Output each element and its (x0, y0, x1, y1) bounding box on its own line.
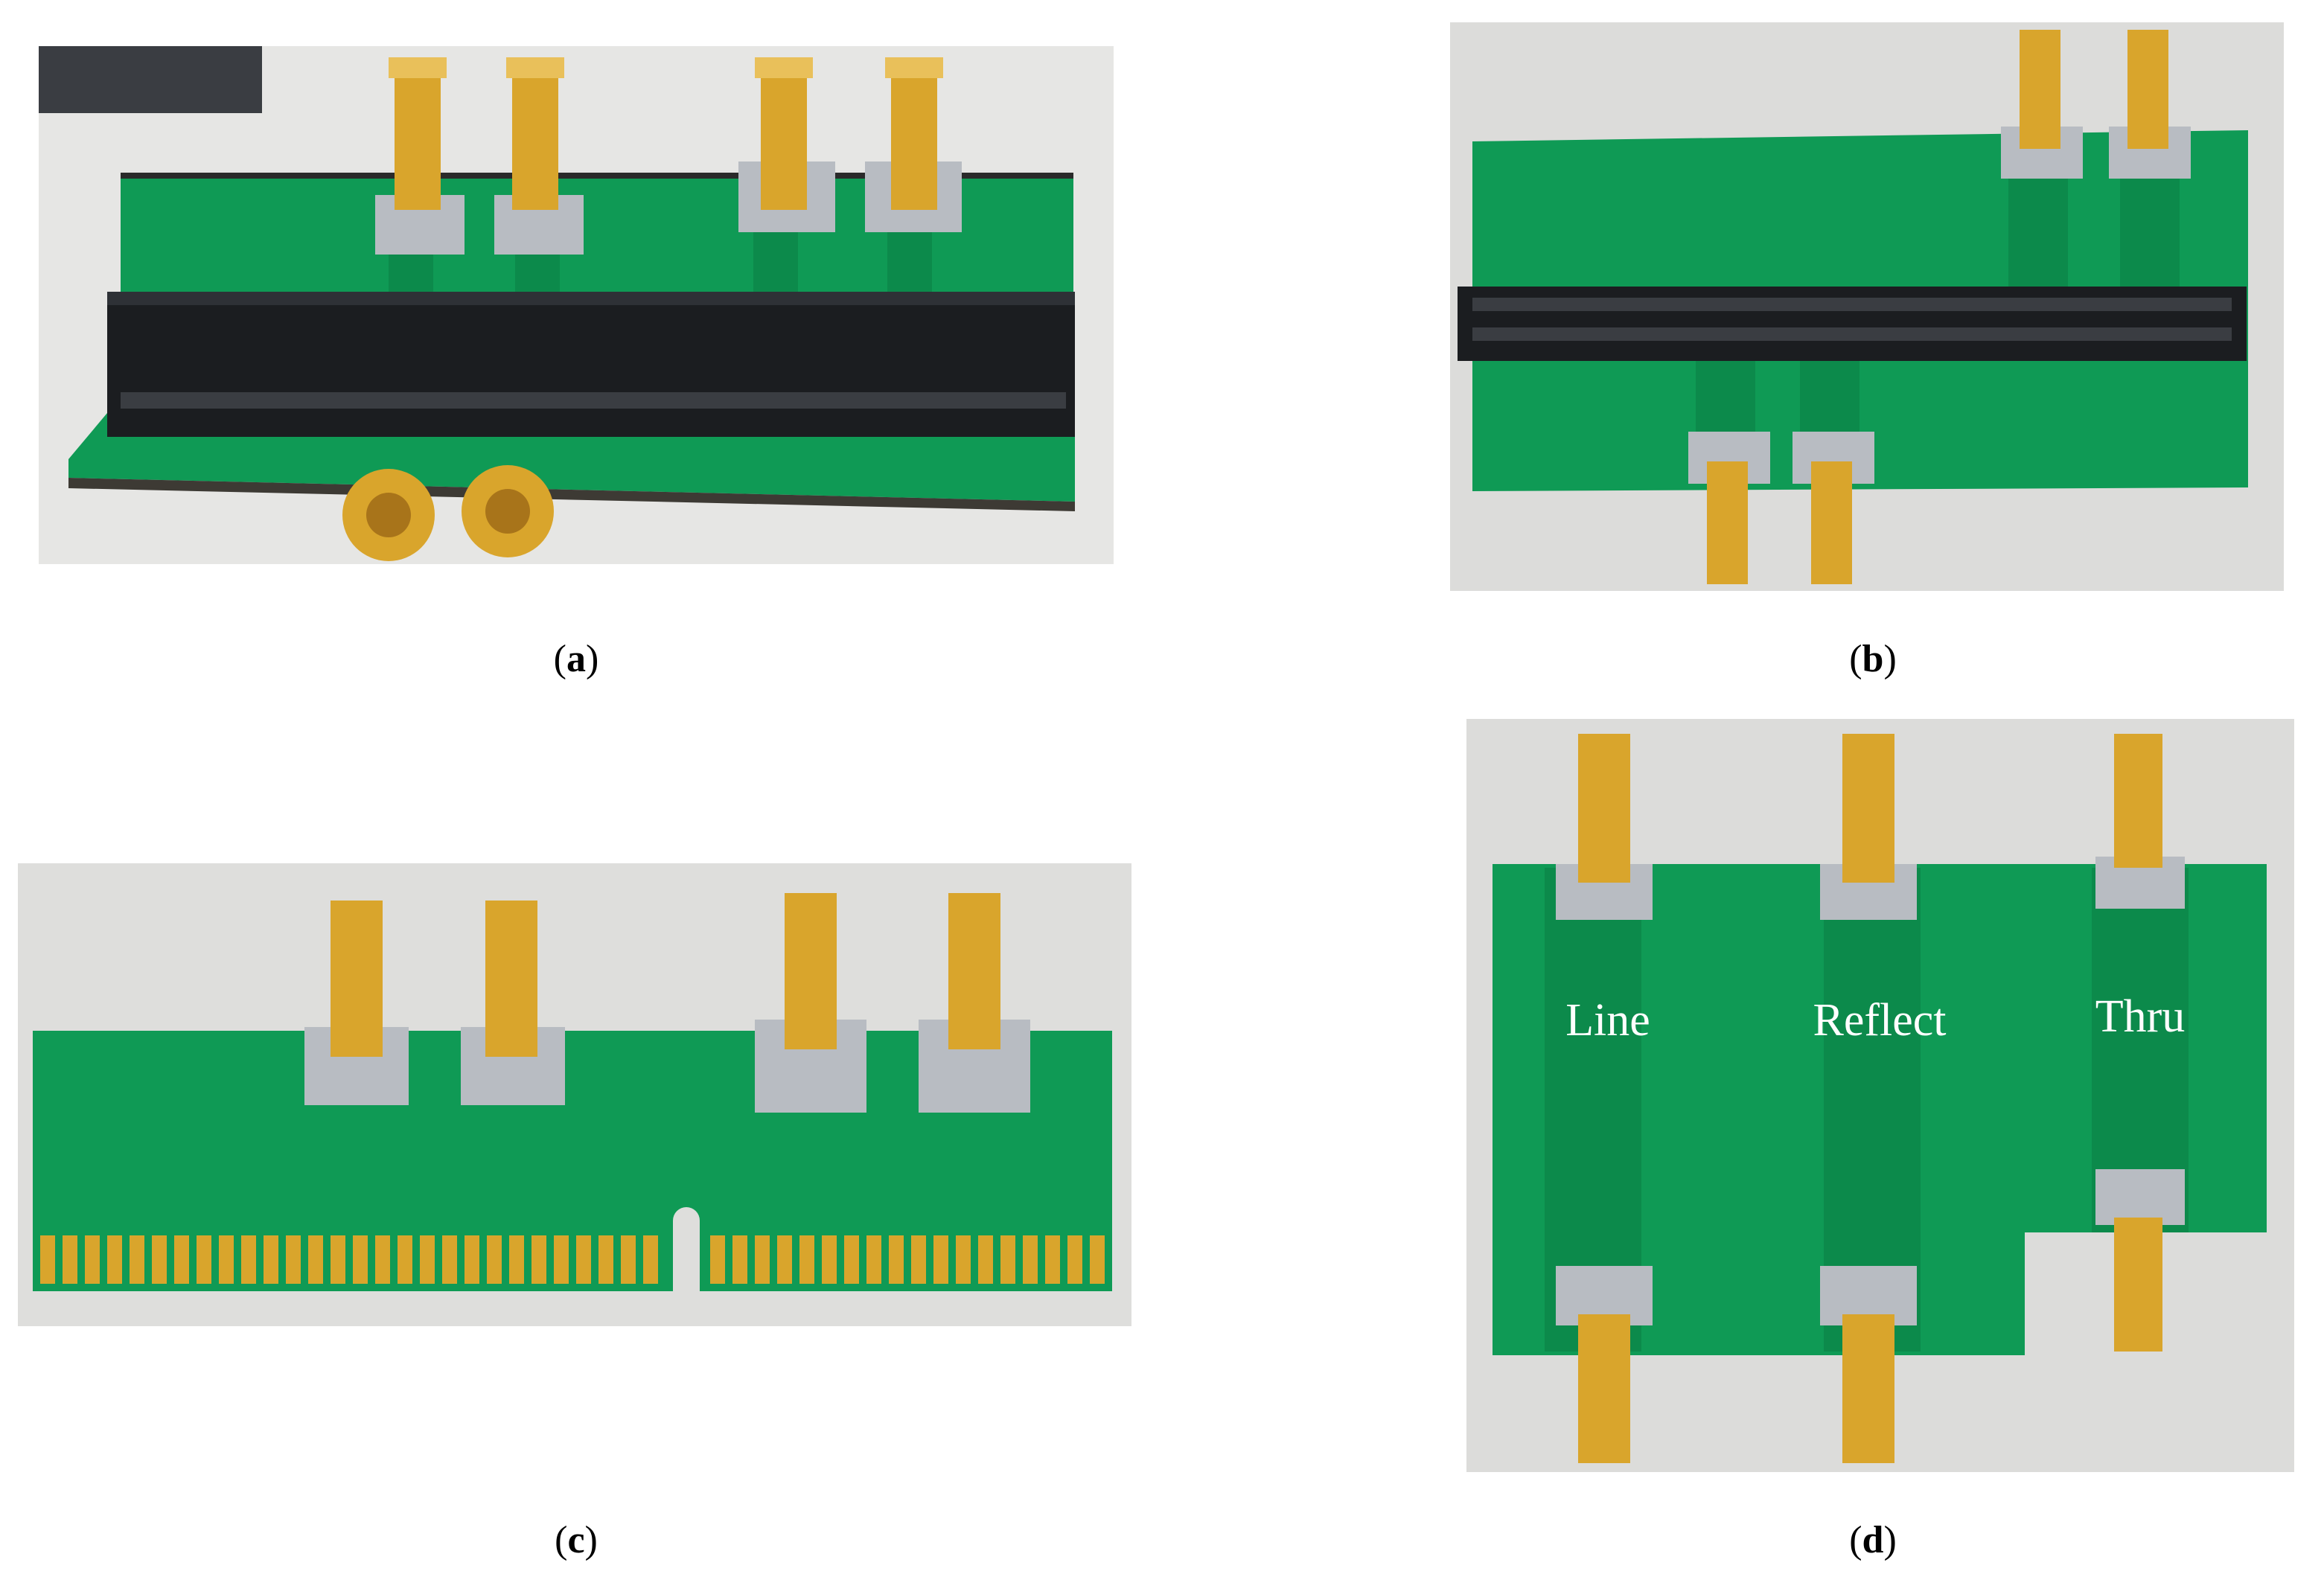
photo-a-illustration (39, 46, 1114, 564)
photo-c-illustration (18, 863, 1131, 1326)
photo-panel-c (18, 863, 1131, 1326)
caption-b: (b) (1849, 638, 1897, 680)
line-label: Line (1565, 995, 1650, 1046)
caption-d: (d) (1849, 1519, 1897, 1561)
photo-panel-d: Line Reflect Thru (1466, 719, 2294, 1472)
thru-label: Thru (2095, 991, 2186, 1042)
caption-a: (a) (553, 638, 599, 680)
photo-panel-a (39, 46, 1114, 564)
photo-d-illustration: Line Reflect Thru (1466, 719, 2294, 1472)
photo-b-illustration (1450, 22, 2284, 591)
photo-panel-b (1450, 22, 2284, 591)
caption-c: (c) (555, 1519, 598, 1561)
edge-fingers (40, 1235, 1105, 1284)
sma-connector-group-a (375, 57, 962, 255)
reflect-label: Reflect (1813, 995, 1946, 1046)
